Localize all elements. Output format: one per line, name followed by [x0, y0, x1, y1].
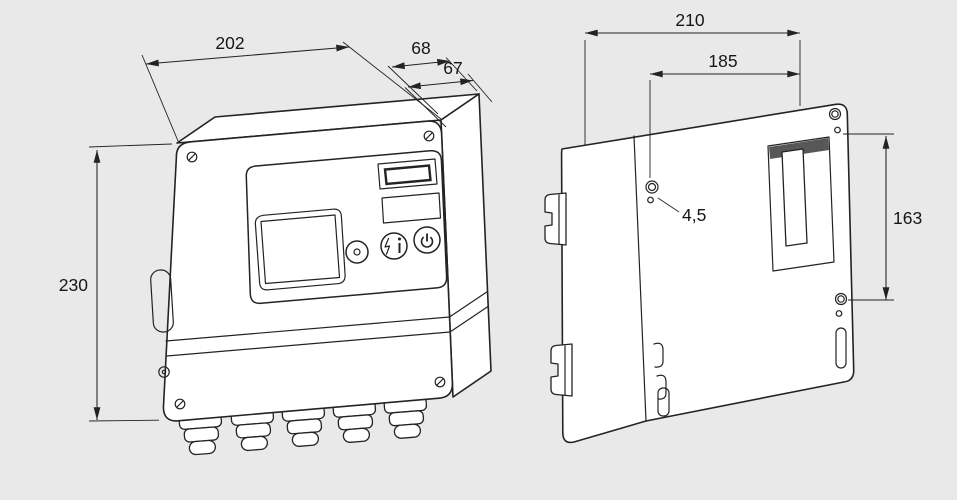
mounting-hole-top-right	[828, 107, 842, 134]
cover-seam-side-upper	[448, 290, 489, 318]
dimension-height-230: 230	[59, 143, 173, 422]
corner-screw	[423, 130, 435, 142]
cover-seam-side-lower	[449, 305, 489, 333]
dot-icon	[353, 248, 361, 256]
mounting-hole-bottom-right	[834, 292, 848, 317]
rear-view: 210 185 163 4,5	[544, 10, 922, 444]
dimension-hole-spacing-185: 185	[649, 51, 801, 178]
label-slot	[150, 269, 174, 333]
corner-screw	[174, 398, 186, 410]
rear-housing	[560, 103, 855, 444]
select-button[interactable]	[345, 240, 369, 264]
info-button[interactable]	[380, 232, 408, 260]
dimension-label-depth-lower: 67	[443, 58, 462, 78]
dimension-width-202: 202	[141, 33, 442, 142]
retaining-hook	[653, 342, 664, 368]
power-button[interactable]	[413, 226, 441, 254]
dimension-label-width: 210	[675, 10, 704, 30]
mounting-slot-bottom-left	[657, 387, 670, 417]
cutout-tab	[781, 148, 808, 247]
dimension-label-height: 230	[59, 275, 88, 295]
corner-screw	[434, 376, 446, 388]
dimension-line	[145, 44, 350, 67]
front-isometric-view: 202 68 67 230	[59, 33, 493, 456]
keyhole-cutout	[767, 136, 835, 272]
led-display	[383, 164, 432, 186]
dimension-label-width: 202	[215, 33, 244, 53]
display-window-inner	[260, 214, 341, 285]
dimension-label-hole-diameter: 4,5	[682, 205, 706, 225]
din-clip-bottom	[550, 343, 573, 397]
dimension-label-depth-upper: 68	[411, 38, 430, 58]
dimension-line	[407, 78, 474, 90]
extension-line	[88, 143, 173, 148]
power-icon	[420, 233, 434, 248]
dimension-hole-spacing-163: 163	[843, 133, 922, 301]
flash-info-icon	[384, 237, 401, 255]
cover-seam-upper	[165, 316, 451, 342]
mounting-slot-bottom-right	[835, 327, 847, 369]
extension-line	[88, 419, 160, 422]
extension-line	[404, 87, 447, 128]
cover-seam-lower	[166, 331, 451, 357]
mounting-hole-top-left	[645, 180, 659, 204]
dimension-label-hole-spacing-horizontal: 185	[708, 51, 737, 71]
extension-line	[387, 65, 439, 115]
display-window	[254, 208, 346, 291]
control-panel	[245, 150, 448, 305]
extension-line	[141, 54, 179, 142]
dimension-depth-67: 67	[404, 58, 493, 128]
leader-line	[657, 197, 680, 213]
corner-screw	[186, 151, 198, 163]
side-fold-edge	[633, 135, 647, 422]
retaining-hook	[656, 374, 667, 400]
dimension-hole-diameter: 4,5	[657, 197, 706, 225]
led-display-frame	[377, 158, 438, 190]
din-clip-top	[544, 192, 567, 246]
dimension-label-hole-spacing-vertical: 163	[893, 208, 922, 228]
front-face	[162, 120, 454, 422]
corner-screws	[174, 130, 446, 410]
dimension-line	[391, 58, 451, 70]
type-label-field	[381, 192, 442, 224]
housing-screw	[158, 366, 170, 378]
